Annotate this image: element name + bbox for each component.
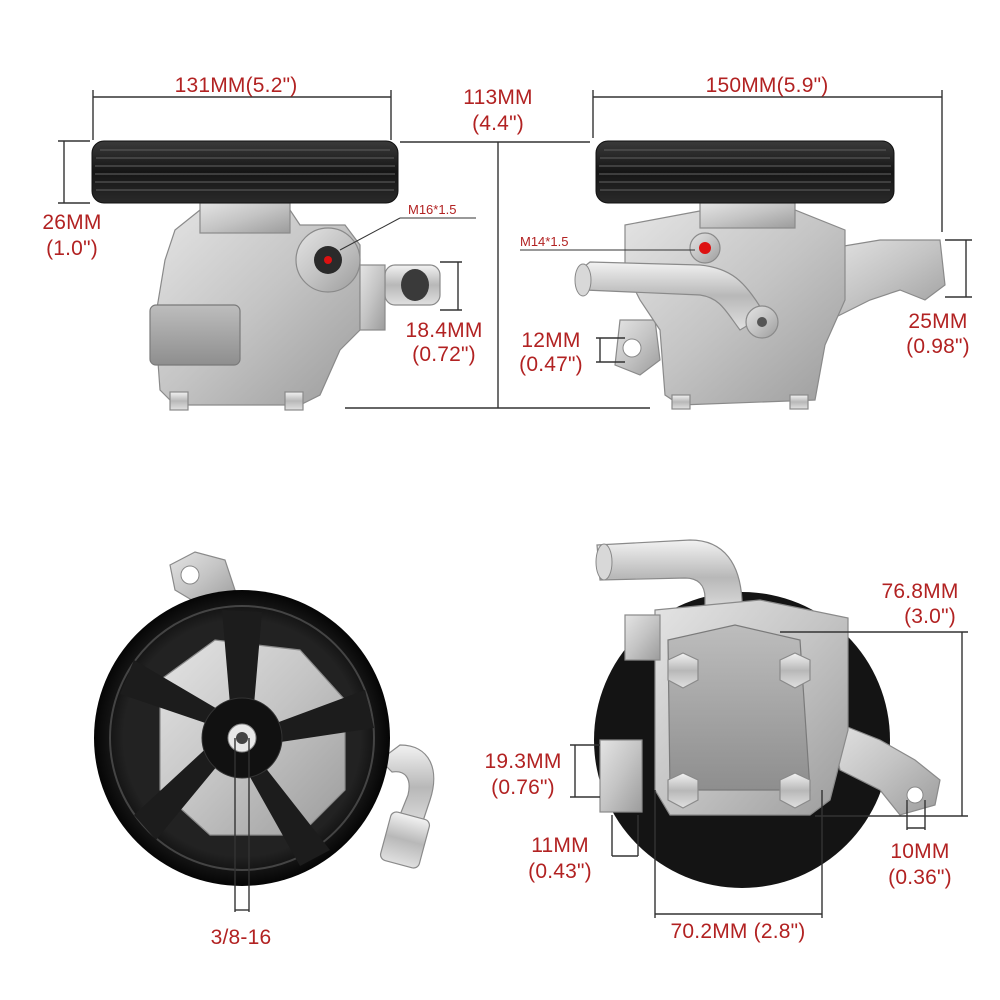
- dimension-150mm: 150MM(5.9"): [592, 74, 943, 232]
- dimension-70mm: 70.2MM (2.8"): [654, 790, 823, 943]
- hole-12mm-label: 12MM: [521, 329, 580, 352]
- side-tab: [599, 739, 643, 813]
- inlet-pipe-rear-end: [595, 543, 613, 581]
- dimension-76mm: 76.8MM (3.0"): [780, 580, 968, 817]
- dimension-12mm: 12MM (0.47"): [519, 329, 625, 376]
- tab-19mm-inch-label: (0.76"): [491, 776, 555, 799]
- flange-bolt: [757, 317, 767, 327]
- bracket-25mm-label: 25MM: [908, 310, 967, 333]
- thread-3-8-16-label: 3/8-16: [211, 926, 272, 949]
- mounting-ear-hole: [622, 338, 642, 358]
- return-port-bore: [401, 269, 429, 301]
- pulley-hub-right: [699, 202, 796, 229]
- thread-3-8-16-dimension: 3/8-16: [211, 738, 272, 949]
- rear-cover-bolts: [667, 652, 811, 809]
- port-18mm-label: 18.4MM: [405, 319, 482, 342]
- height-76mm-label: 76.8MM: [881, 580, 958, 603]
- hole-10mm-inch-label: (0.36"): [888, 866, 952, 889]
- bracket-25mm-inch-label: (0.98"): [906, 335, 970, 358]
- dimension-113mm: 113MM (4.4"): [345, 86, 650, 409]
- height-113mm-inch-label: (4.4"): [472, 112, 524, 135]
- top-mount-hole: [180, 565, 200, 585]
- height-113mm-label: 113MM: [463, 86, 532, 109]
- width-150mm-label: 150MM(5.9"): [706, 74, 829, 97]
- pump-side-view-right: [574, 140, 946, 410]
- rear-cover: [667, 624, 811, 791]
- outlet-pipe: [379, 744, 435, 831]
- pump-rear-view: [594, 539, 941, 888]
- thread-m14-callout: M14*1.5: [520, 234, 695, 251]
- bolt: [789, 394, 809, 410]
- dimension-18mm: 18.4MM (0.72"): [405, 261, 482, 366]
- dimension-11mm: 11MM (0.43"): [528, 815, 639, 883]
- side-port: [624, 614, 661, 661]
- shaft-bore: [236, 732, 248, 744]
- pump-side-view-left: [91, 140, 441, 411]
- slot-11mm-inch-label: (0.43"): [528, 860, 592, 883]
- port-marker-right: [699, 242, 711, 254]
- slot-11mm-label: 11MM: [531, 834, 589, 857]
- dimension-25mm: 25MM (0.98"): [906, 239, 972, 358]
- height-76mm-inch-label: (3.0"): [904, 605, 956, 628]
- thread-m16-label: M16*1.5: [408, 202, 456, 217]
- pulley: [91, 140, 399, 204]
- outlet-pipe-end: [379, 811, 431, 869]
- port-bracket: [359, 264, 386, 331]
- tab-19mm-label: 19.3MM: [484, 750, 561, 773]
- port-marker: [324, 256, 332, 264]
- thread-m14-label: M14*1.5: [520, 234, 568, 249]
- pulley-hub: [199, 202, 291, 234]
- bolt: [284, 391, 304, 411]
- width-70mm-label: 70.2MM (2.8"): [671, 920, 806, 943]
- pulley-grooves: [95, 149, 395, 191]
- top-mount-ear: [169, 551, 236, 606]
- bolt: [671, 394, 691, 410]
- thread-m16-callout: M16*1.5: [339, 202, 476, 251]
- width-131mm-label: 131MM(5.2"): [175, 74, 298, 97]
- dimension-131mm: 131MM(5.2"): [92, 74, 392, 140]
- bolt: [169, 391, 189, 411]
- hole-10mm-label: 10MM: [890, 840, 949, 863]
- housing-cover: [149, 304, 241, 366]
- pump-front-view: [94, 551, 435, 886]
- pulley-rim: [109, 605, 375, 871]
- pulley-grooves-right: [599, 149, 891, 191]
- hole-12mm-inch-label: (0.47"): [519, 353, 583, 376]
- dimension-26mm: 26MM (1.0"): [42, 140, 101, 260]
- height-26mm-inch-label: (1.0"): [46, 237, 98, 260]
- inlet-pipe-end: [574, 263, 592, 297]
- dimension-10mm: 10MM (0.36"): [888, 800, 952, 889]
- dimension-19mm: 19.3MM (0.76"): [484, 744, 600, 799]
- mounting-bracket: [819, 239, 946, 321]
- pulley-right: [595, 140, 895, 204]
- port-18mm-inch-label: (0.72"): [412, 343, 476, 366]
- height-26mm-label: 26MM: [42, 211, 101, 234]
- bracket-hole: [906, 786, 924, 804]
